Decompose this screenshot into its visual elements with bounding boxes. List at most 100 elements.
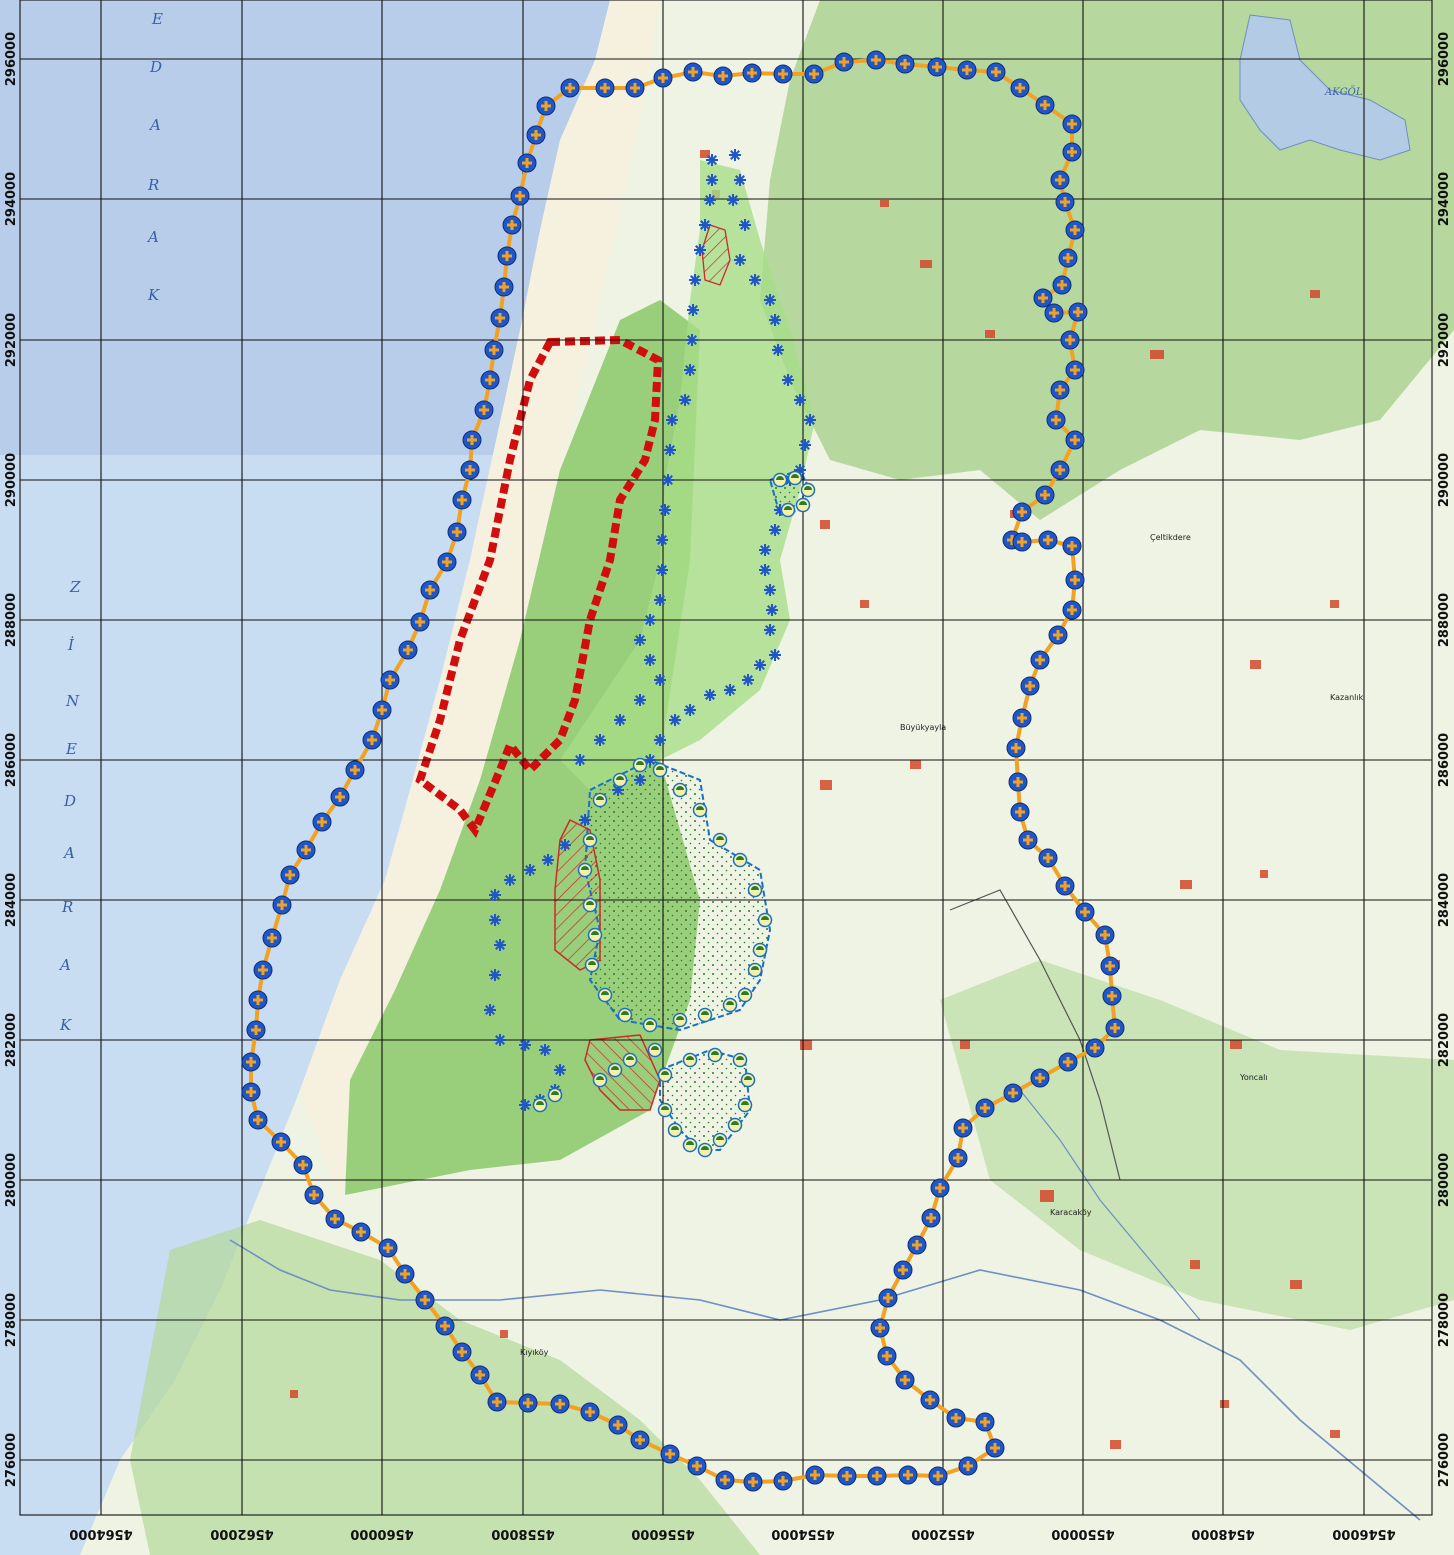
green-circle-marker (692, 802, 708, 818)
blue-star-marker (524, 864, 536, 876)
orange-cross-marker (660, 1444, 680, 1464)
blue-star-marker (766, 604, 778, 616)
tick-label-right: 292000 (1437, 313, 1452, 367)
blue-star-marker (754, 659, 766, 671)
blue-star-marker (664, 444, 676, 456)
green-circle-marker (532, 1097, 548, 1113)
orange-cross-marker (653, 68, 673, 88)
green-circle-marker (632, 757, 648, 773)
green-circle-marker (737, 1097, 753, 1113)
orange-cross-marker (395, 1264, 415, 1284)
orange-cross-marker (1068, 302, 1088, 322)
blue-star-marker (764, 624, 776, 636)
green-circle-marker (712, 1132, 728, 1148)
green-circle-marker (682, 1137, 698, 1153)
green-circle-marker (697, 1142, 713, 1158)
green-circle-marker (612, 772, 628, 788)
orange-cross-marker (487, 1392, 507, 1412)
orange-cross-marker (986, 62, 1006, 82)
green-circle-marker (732, 852, 748, 868)
orange-cross-marker (834, 52, 854, 72)
green-circle-marker (747, 962, 763, 978)
orange-cross-marker (510, 186, 530, 206)
orange-cross-marker (683, 62, 703, 82)
orange-cross-marker (452, 490, 472, 510)
orange-cross-marker (1050, 170, 1070, 190)
orange-cross-marker (1012, 708, 1032, 728)
orange-cross-marker (484, 340, 504, 360)
tick-label-left: 290000 (4, 453, 19, 507)
orange-cross-marker (241, 1082, 261, 1102)
orange-cross-marker (1033, 288, 1053, 308)
orange-cross-marker (1062, 142, 1082, 162)
orange-cross-marker (248, 990, 268, 1010)
orange-cross-marker (1030, 650, 1050, 670)
blue-star-marker (764, 584, 776, 596)
orange-cross-marker (907, 1235, 927, 1255)
orange-cross-marker (805, 1465, 825, 1485)
protected-forest-zone (560, 160, 815, 790)
green-circle-marker (657, 1067, 673, 1083)
tick-label-right: 280000 (1437, 1153, 1452, 1207)
orange-boundary (241, 50, 1125, 1492)
sea-name-letter: E (65, 740, 77, 758)
orange-cross-marker (253, 960, 273, 980)
orange-cross-marker (490, 308, 510, 328)
tick-label-right: 278000 (1437, 1293, 1452, 1347)
orange-cross-marker (1010, 802, 1030, 822)
coordinate-grid (19, 0, 1433, 1516)
orange-cross-marker (241, 1052, 261, 1072)
place-label: Kıyıköy (520, 1348, 549, 1357)
blue-star-marker (654, 734, 666, 746)
blue-star-marker (656, 564, 668, 576)
green-circle-marker (722, 997, 738, 1013)
orange-cross-marker (351, 1222, 371, 1242)
map-frame (19, 0, 1433, 1516)
blue-star-marker (704, 689, 716, 701)
orange-cross-marker (1085, 1038, 1105, 1058)
blue-star-marker (759, 544, 771, 556)
blue-star-marker (554, 1064, 566, 1076)
green-circle-markers (532, 470, 816, 1158)
blue-star-marker (679, 394, 691, 406)
green-circle-marker (795, 497, 811, 513)
blue-star-marker (489, 969, 501, 981)
orange-cross-marker (1102, 986, 1122, 1006)
orange-cross-marker (946, 1408, 966, 1428)
green-circle-marker (757, 912, 773, 928)
orange-cross-marker (1018, 830, 1038, 850)
blue-star-marker (694, 244, 706, 256)
orange-cross-marker (898, 1465, 918, 1485)
orange-cross-marker (985, 1438, 1005, 1458)
orange-cross-marker (1020, 676, 1040, 696)
blue-star-marker (724, 684, 736, 696)
green-circle-marker (582, 897, 598, 913)
orange-cross-marker (715, 1470, 735, 1490)
orange-cross-marker (480, 370, 500, 390)
orange-cross-marker (494, 277, 514, 297)
sea-name-letter: A (148, 116, 161, 134)
blue-star-marker (794, 394, 806, 406)
blue-star-marker (769, 314, 781, 326)
orange-cross-marker (452, 1342, 472, 1362)
orange-cross-marker (595, 78, 615, 98)
orange-cross-marker (470, 1365, 490, 1385)
tick-label-right: 282000 (1437, 1013, 1452, 1067)
blue-star-marker (739, 219, 751, 231)
sea-name-letter: D (63, 792, 76, 810)
orange-cross-marker (262, 928, 282, 948)
tick-label-bottom: 4564000 (69, 1526, 132, 1541)
orange-cross-marker (1003, 1083, 1023, 1103)
tick-label-bottom: 4556000 (631, 1526, 694, 1541)
blue-star-marker (764, 294, 776, 306)
blue-star-marker (634, 774, 646, 786)
tick-label-left: 284000 (4, 873, 19, 927)
orange-cross-marker (325, 1209, 345, 1229)
coordinate-tick-labels: 2960002940002920002900002880002860002840… (4, 32, 1452, 1541)
orange-cross-marker (930, 1178, 950, 1198)
sea-name-letter: İ (67, 636, 75, 654)
orange-cross-marker (867, 1466, 887, 1486)
orange-cross-marker (1065, 360, 1085, 380)
green-circle-marker (682, 1052, 698, 1068)
